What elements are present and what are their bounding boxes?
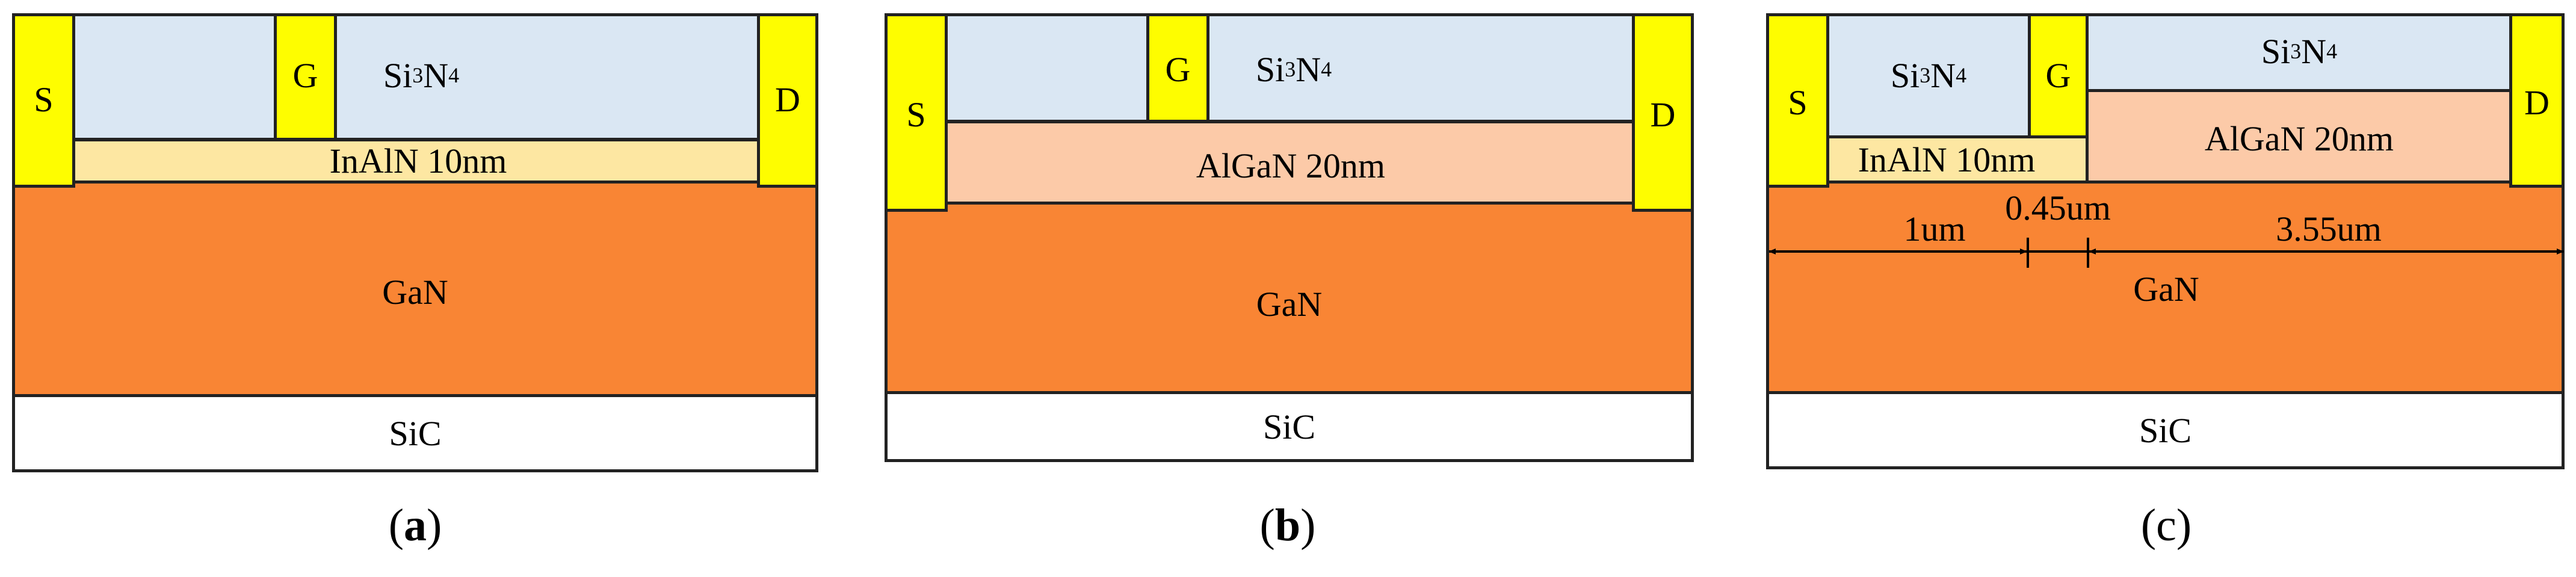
caption-c: (c) [2140,500,2192,551]
si3n4-right-c [2086,13,2513,92]
gan-label-c: GaN [2133,269,2199,309]
source-label-b: S [906,94,926,134]
algan-barrier-c [2086,89,2513,184]
gate-contact-a [274,13,337,141]
drain-contact-c [2509,13,2565,188]
inaln-label-a: InAlN 10nm [329,141,507,181]
gate-label-a: G [292,55,318,95]
source-label-a: S [34,79,54,119]
gan-layer-b [885,202,1694,394]
source-label-c: S [1788,82,1808,122]
sic-label-a: SiC [389,413,442,453]
gan-label-a: GaN [382,272,448,312]
gate-contact-c [2028,13,2089,138]
dim-label-left: 1um [1903,209,1966,248]
caption-a: (a) [388,500,442,551]
gan-layer-a [12,181,818,397]
gate-label-c: G [2045,55,2071,95]
dim-label-right: 3.55um [2276,209,2382,248]
drain-label-b: D [1650,94,1676,134]
inaln-label-c: InAlN 10nm [1858,140,2036,179]
source-contact-c [1766,13,1829,188]
drain-label-a: D [775,79,800,119]
si3n4-right-b [1206,13,1637,123]
gate-contact-b [1146,13,1209,123]
drain-contact-b [1632,13,1694,212]
gate-label-b: G [1165,49,1191,89]
sic-substrate-b [885,391,1694,462]
algan-label-b: AlGaN 20nm [1196,146,1386,185]
sic-label-c: SiC [2139,410,2192,450]
gan-label-b: GaN [1256,284,1323,324]
dim-label-gate: 0.45um [2005,188,2111,227]
source-contact-b [885,13,948,212]
sic-label-b: SiC [1262,407,1316,446]
drain-label-c: D [2524,82,2550,122]
si3n4-left-b [945,13,1149,123]
source-contact-a [12,13,75,188]
caption-b: (b) [1259,500,1316,551]
drain-contact-a [757,13,818,188]
algan-label-c: AlGaN 20nm [2204,119,2394,158]
